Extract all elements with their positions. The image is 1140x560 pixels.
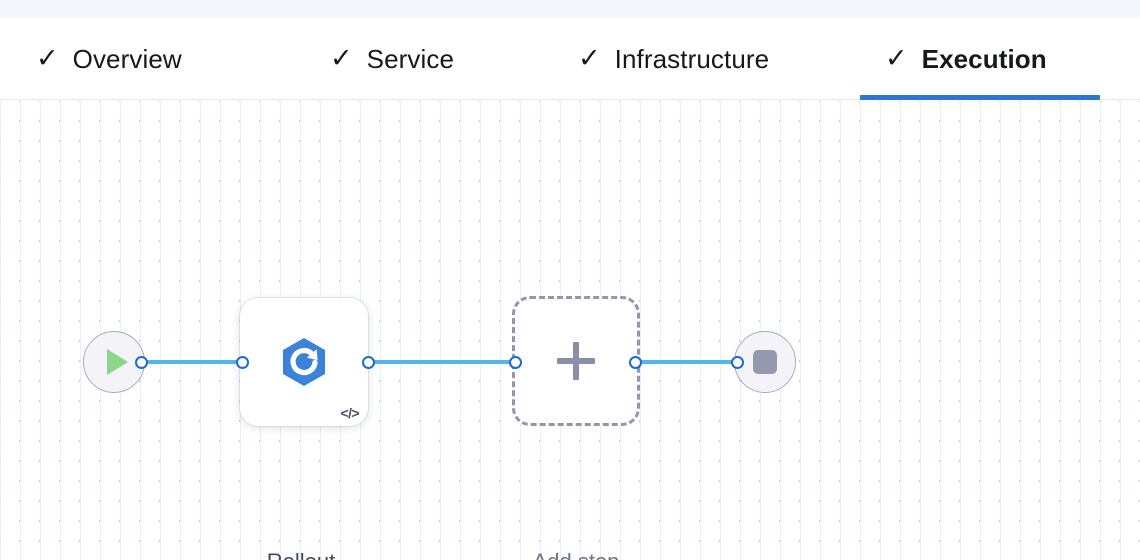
stop-icon [753,350,777,374]
tab-service[interactable]: ✓ Service [330,18,454,100]
node-rollout-deployment[interactable]: </> [240,298,368,426]
tab-execution[interactable]: ✓ Execution [885,18,1047,100]
node-add-step[interactable] [512,296,640,426]
port-rollout-output[interactable] [236,356,249,369]
tab-infrastructure-label: Infrastructure [614,43,770,74]
tab-overview[interactable]: ✓ Overview [36,18,182,100]
edge-add-step-to-end[interactable] [629,360,747,364]
port-add-step-input[interactable] [509,356,522,369]
edge-start-to-rollout[interactable] [133,360,251,364]
check-icon: ✓ [578,42,601,73]
port-start-output[interactable] [135,356,148,369]
node-end[interactable] [734,331,796,393]
code-badge-icon: </> [340,405,360,421]
port-add-step-output[interactable] [629,356,642,369]
plus-icon [557,342,595,380]
check-icon: ✓ [330,42,353,73]
port-rollout-input[interactable] [362,356,375,369]
active-tab-underline [860,95,1100,100]
check-icon: ✓ [36,42,59,73]
stage-tab-bar: ✓ Overview ✓ Service ✓ Infrastructure ✓ … [0,18,1140,100]
check-icon: ✓ [885,42,908,73]
tab-infrastructure[interactable]: ✓ Infrastructure [578,18,769,100]
tab-service-label: Service [366,43,455,74]
pipeline-canvas[interactable]: </> Rollout Deployment Add step [0,101,1140,560]
rollout-hexagon-icon [283,338,325,386]
edge-rollout-to-add-step[interactable] [361,360,524,364]
play-icon [107,349,128,375]
canvas-top-strip [0,0,1140,18]
node-rollout-deployment-label: Rollout Deployment [181,541,421,560]
tab-execution-label: Execution [921,43,1047,74]
node-start[interactable] [83,331,145,393]
port-end-input[interactable] [731,356,744,369]
node-add-step-label: Add step [476,541,676,560]
tab-overview-label: Overview [72,43,182,74]
